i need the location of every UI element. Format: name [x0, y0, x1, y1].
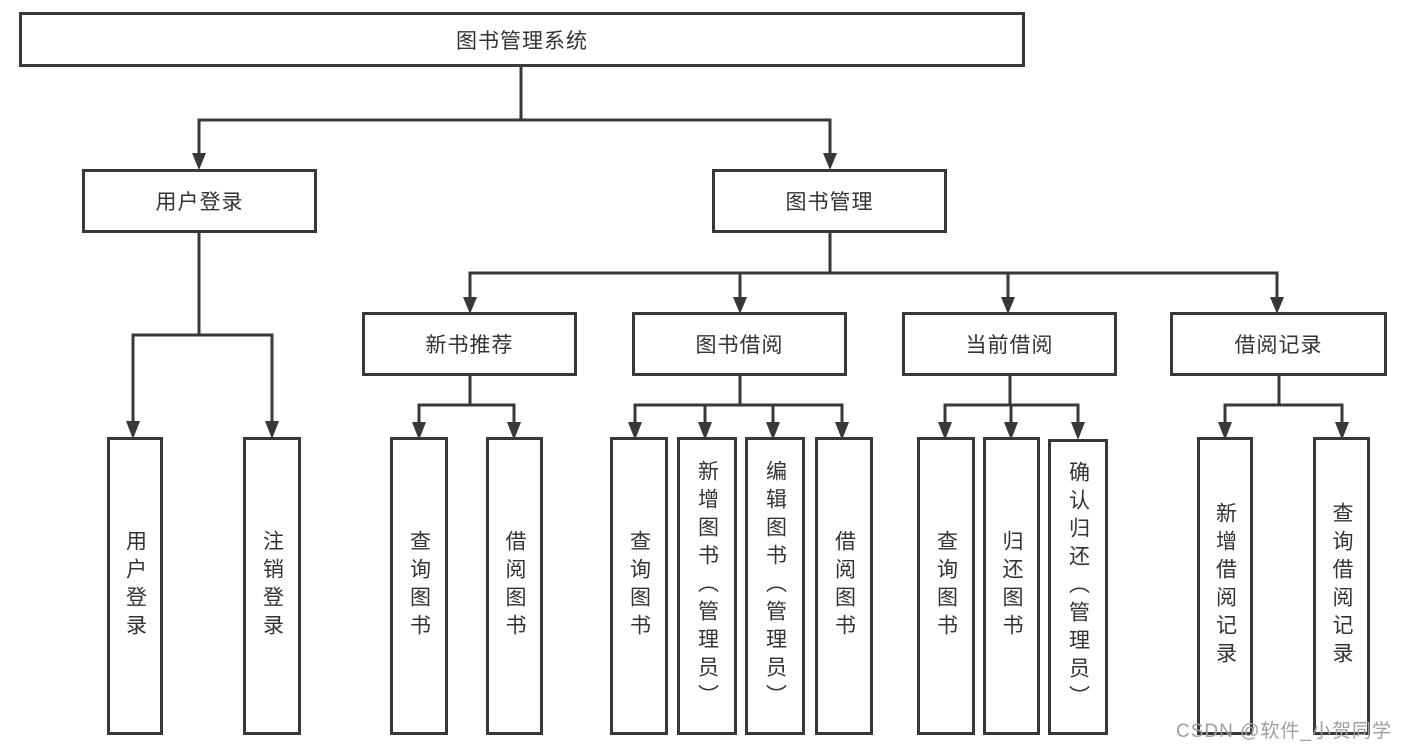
leaf-borrow-books-2: 借阅图书 — [815, 437, 873, 735]
connector-borrow-to-children — [628, 376, 849, 440]
leaf-query-borrow-record: 查询借阅记录 — [1313, 437, 1370, 735]
node-borrow-records: 借阅记录 — [1170, 312, 1387, 376]
leaf-add-borrow-record-label: 新增借阅记录 — [1213, 502, 1237, 670]
node-book-borrow-label: 图书借阅 — [695, 334, 784, 357]
node-root-label: 图书管理系统 — [456, 29, 588, 53]
leaf-query-books-3: 查询图书 — [917, 437, 975, 735]
node-book-mgmt-label: 图书管理 — [785, 191, 874, 214]
leaf-add-books-admin-label: 新增图书（管理员） — [695, 460, 719, 712]
node-user-login: 用户登录 — [82, 169, 317, 233]
connector-records-to-children — [1218, 376, 1349, 440]
leaf-borrow-books-1-label: 借阅图书 — [503, 530, 527, 642]
leaf-logout-label: 注销登录 — [260, 530, 284, 642]
leaf-confirm-return-admin: 确认归还（管理员） — [1048, 439, 1108, 735]
leaf-logout: 注销登录 — [243, 437, 301, 735]
leaf-query-books-2-label: 查询图书 — [627, 530, 651, 642]
connector-current-to-children — [938, 376, 1085, 440]
node-new-book-recommend-label: 新书推荐 — [425, 334, 514, 357]
leaf-add-books-admin: 新增图书（管理员） — [677, 437, 737, 735]
leaf-edit-books-admin: 编辑图书（管理员） — [745, 437, 805, 735]
leaf-borrow-books-1: 借阅图书 — [486, 437, 543, 735]
leaf-query-borrow-record-label: 查询借阅记录 — [1330, 502, 1354, 670]
node-user-login-label: 用户登录 — [155, 191, 244, 214]
node-current-borrow-label: 当前借阅 — [965, 334, 1054, 357]
leaf-return-books: 归还图书 — [983, 437, 1040, 735]
leaf-user-login: 用户登录 — [107, 437, 163, 735]
leaf-add-borrow-record: 新增借阅记录 — [1197, 437, 1253, 735]
node-borrow-records-label: 借阅记录 — [1234, 334, 1323, 357]
leaf-edit-books-admin-label: 编辑图书（管理员） — [763, 460, 787, 712]
connector-root-to-level2 — [192, 67, 837, 170]
node-book-borrow: 图书借阅 — [632, 312, 847, 376]
node-new-book-recommend: 新书推荐 — [362, 312, 577, 376]
leaf-query-books-2: 查询图书 — [610, 437, 668, 735]
leaf-query-books-1: 查询图书 — [390, 437, 448, 735]
connector-newbooks-to-children — [412, 376, 521, 440]
leaf-query-books-1-label: 查询图书 — [407, 530, 431, 642]
node-root: 图书管理系统 — [19, 12, 1025, 67]
leaf-query-books-3-label: 查询图书 — [934, 530, 958, 642]
connector-login-to-children — [126, 233, 279, 439]
leaf-user-login-label: 用户登录 — [123, 530, 147, 642]
leaf-return-books-label: 归还图书 — [1000, 530, 1024, 642]
node-current-borrow: 当前借阅 — [902, 312, 1117, 376]
leaf-borrow-books-2-label: 借阅图书 — [832, 530, 856, 642]
watermark: CSDN @软件_小贺同学 — [1176, 721, 1392, 742]
leaf-confirm-return-admin-label: 确认归还（管理员） — [1066, 461, 1090, 713]
node-book-mgmt: 图书管理 — [712, 169, 947, 233]
connector-mgmt-to-level3 — [463, 233, 1284, 314]
